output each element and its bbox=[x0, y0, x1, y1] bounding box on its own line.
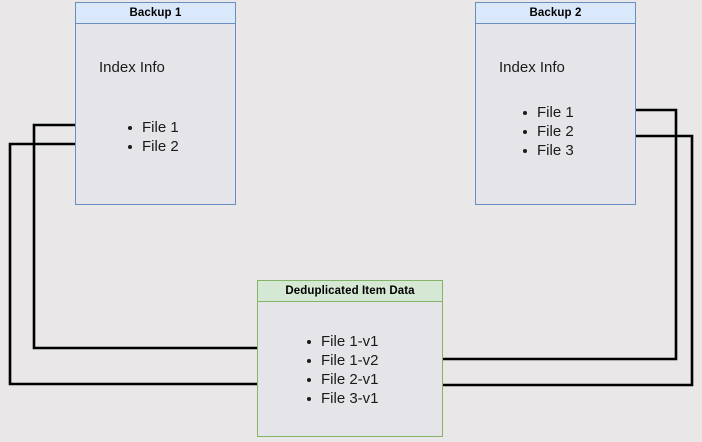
dedup-item-label: File 3-v1 bbox=[321, 390, 379, 407]
backup-1-title: Backup 1 bbox=[76, 3, 235, 24]
bullet-icon bbox=[523, 148, 527, 153]
bullet-icon bbox=[128, 144, 132, 149]
file-label: File 2 bbox=[142, 138, 179, 155]
backup-1-box[interactable]: Backup 1 Index Info File 1 File 2 bbox=[75, 2, 236, 205]
list-item[interactable]: File 3 bbox=[523, 141, 574, 160]
dedup-item-list: File 1-v1 File 1-v2 File 2-v1 File 3-v1 bbox=[307, 332, 379, 408]
dedup-item-label: File 1-v1 bbox=[321, 333, 379, 350]
deduplicated-item-data-title: Deduplicated Item Data bbox=[258, 281, 442, 302]
list-item[interactable]: File 2 bbox=[523, 122, 574, 141]
list-item[interactable]: File 1 bbox=[523, 103, 574, 122]
backup-2-title: Backup 2 bbox=[476, 3, 635, 24]
list-item[interactable]: File 2-v1 bbox=[307, 370, 379, 389]
backup-1-file-list: File 1 File 2 bbox=[128, 118, 179, 156]
file-label: File 1 bbox=[142, 119, 179, 136]
backup-2-body: Index Info File 1 File 2 File 3 bbox=[476, 24, 635, 204]
bullet-icon bbox=[307, 358, 311, 363]
backup-2-index-info-label: Index Info bbox=[499, 59, 565, 76]
file-label: File 2 bbox=[537, 123, 574, 140]
backup-1-index-info-label: Index Info bbox=[99, 59, 165, 76]
bullet-icon bbox=[307, 377, 311, 382]
dedup-item-label: File 1-v2 bbox=[321, 352, 379, 369]
backup-2-box[interactable]: Backup 2 Index Info File 1 File 2 File 3 bbox=[475, 2, 636, 205]
list-item[interactable]: File 1-v1 bbox=[307, 332, 379, 351]
backup-2-file-list: File 1 File 2 File 3 bbox=[523, 103, 574, 160]
bullet-icon bbox=[128, 125, 132, 130]
file-label: File 1 bbox=[537, 104, 574, 121]
backup-1-body: Index Info File 1 File 2 bbox=[76, 24, 235, 204]
bullet-icon bbox=[307, 339, 311, 344]
list-item[interactable]: File 2 bbox=[128, 137, 179, 156]
bullet-icon bbox=[307, 396, 311, 401]
list-item[interactable]: File 1 bbox=[128, 118, 179, 137]
list-item[interactable]: File 3-v1 bbox=[307, 389, 379, 408]
bullet-icon bbox=[523, 129, 527, 134]
list-item[interactable]: File 1-v2 bbox=[307, 351, 379, 370]
bullet-icon bbox=[523, 110, 527, 115]
dedup-item-label: File 2-v1 bbox=[321, 371, 379, 388]
file-label: File 3 bbox=[537, 142, 574, 159]
deduplicated-item-data-box[interactable]: Deduplicated Item Data File 1-v1 File 1-… bbox=[257, 280, 443, 437]
deduplicated-item-data-body: File 1-v1 File 1-v2 File 2-v1 File 3-v1 bbox=[258, 302, 442, 436]
